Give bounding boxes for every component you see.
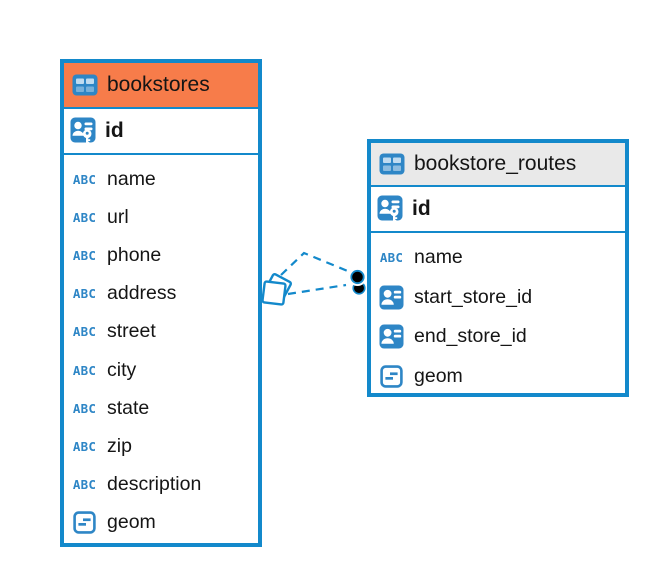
primary-key-label: id: [412, 197, 431, 220]
table-title: bookstores: [107, 73, 210, 96]
text-type-icon: ABC: [72, 324, 97, 340]
relationship-line-end-store[interactable]: [287, 283, 347, 296]
table-bookstore-routes[interactable]: bookstore_routes id: [367, 139, 629, 397]
table-title: bookstore_routes: [414, 152, 577, 175]
column-row-end-store-id[interactable]: end_store_id: [371, 317, 625, 357]
column-row-street[interactable]: ABC street: [72, 320, 156, 343]
table-header-bookstores[interactable]: bookstores: [64, 63, 258, 109]
column-row-phone[interactable]: ABC phone: [72, 243, 162, 266]
geometry-type-icon: [71, 511, 98, 534]
dot-marker-front: [350, 269, 365, 285]
column-row-description[interactable]: ABC description: [72, 473, 202, 496]
column-list: ABC name ABC url ABC phone ABC address A…: [64, 155, 258, 543]
reference-type-icon: [378, 324, 405, 349]
text-type-icon: ABC: [379, 250, 404, 266]
dot-marker-halo: [348, 268, 367, 286]
column-row-zip[interactable]: ABC zip: [72, 434, 132, 457]
table-icon: [378, 153, 405, 175]
text-type-icon: ABC: [72, 247, 97, 263]
text-type-icon: ABC: [72, 438, 97, 454]
person-key-icon: [377, 195, 404, 223]
square-marker-front: [261, 280, 287, 306]
table-header-bookstore-routes[interactable]: bookstore_routes: [371, 143, 625, 187]
column-list: ABC name start_store_id: [371, 233, 625, 393]
text-type-icon: ABC: [72, 400, 97, 416]
column-row-start-store-id[interactable]: start_store_id: [371, 278, 625, 318]
text-type-icon: ABC: [72, 362, 97, 378]
table-icon: [71, 74, 98, 96]
relationship-marker-stacked-squares[interactable]: [261, 272, 293, 306]
text-type-icon: ABC: [72, 171, 97, 187]
column-row-id[interactable]: id: [64, 109, 258, 155]
column-row-state[interactable]: ABC state: [72, 396, 150, 419]
column-row-name[interactable]: ABC name: [379, 246, 463, 269]
text-type-icon: ABC: [72, 477, 97, 493]
square-marker-back: [263, 272, 293, 302]
column-row-city[interactable]: ABC city: [72, 358, 137, 381]
column-row-name[interactable]: ABC name: [72, 167, 156, 190]
primary-key-label: id: [105, 119, 124, 142]
text-type-icon: ABC: [72, 209, 97, 225]
relationship-line-start-store[interactable]: [280, 251, 351, 276]
column-row-address[interactable]: ABC address: [72, 282, 177, 305]
dot-marker-back: [352, 281, 366, 295]
column-row-geom[interactable]: geom: [371, 357, 625, 394]
column-row-url[interactable]: ABC url: [72, 205, 129, 228]
reference-type-icon: [378, 285, 405, 310]
table-bookstores[interactable]: bookstores id A: [60, 59, 262, 547]
column-row-id[interactable]: id: [371, 187, 625, 233]
text-type-icon: ABC: [72, 286, 97, 302]
relationship-marker-stacked-dots[interactable]: [348, 268, 367, 295]
column-row-geom[interactable]: geom: [64, 504, 258, 542]
geometry-type-icon: [378, 365, 405, 388]
person-key-icon: [70, 117, 97, 145]
